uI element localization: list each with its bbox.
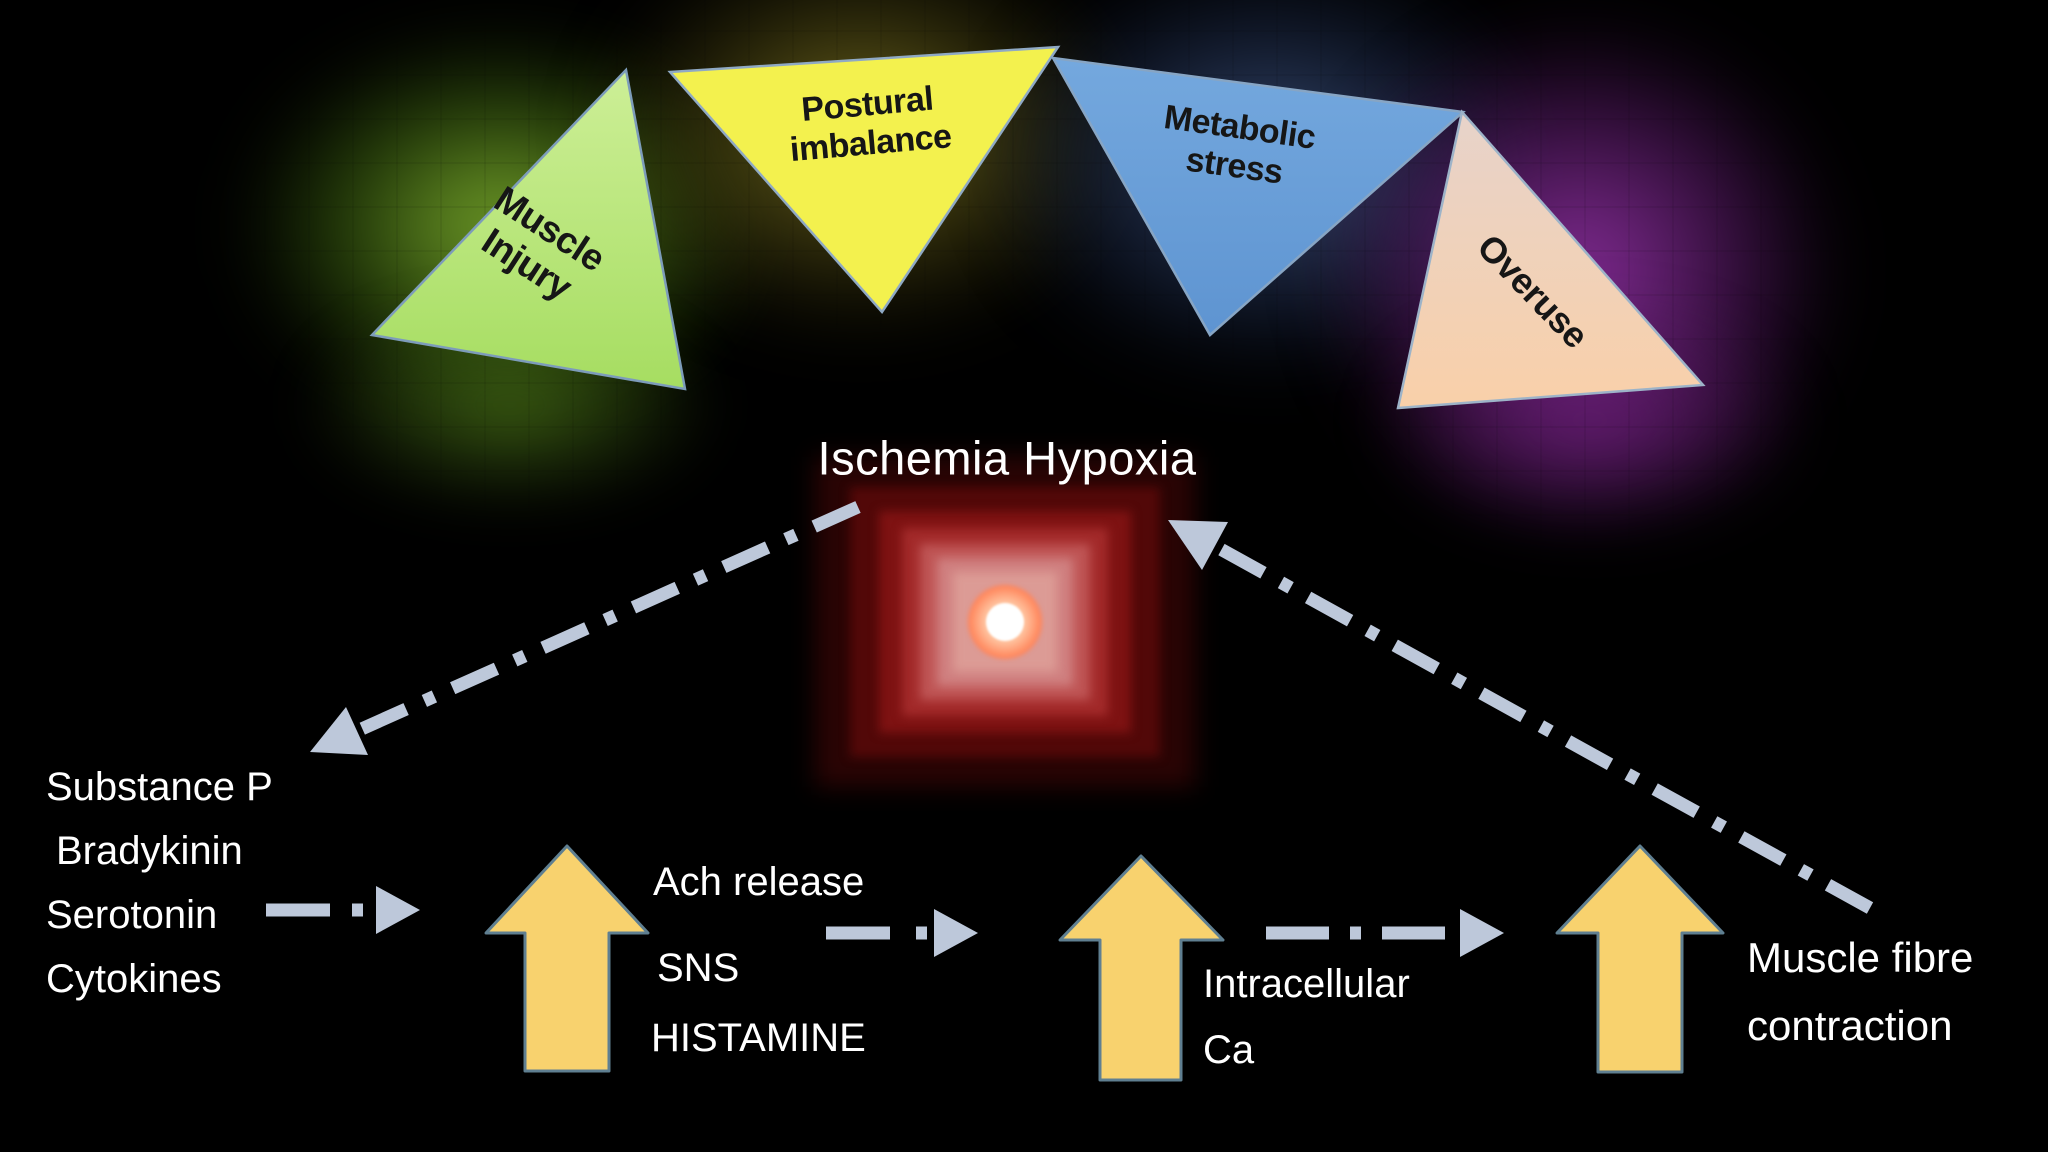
step2-line: Intracellular bbox=[1203, 962, 1410, 1006]
up-arrow-step1-icon bbox=[484, 844, 650, 1073]
arrowhead-right-icon bbox=[1460, 909, 1504, 957]
arrowhead-right-icon bbox=[934, 909, 978, 957]
step1-line: SNS bbox=[657, 946, 740, 990]
step3-line: contraction bbox=[1747, 1002, 1953, 1049]
connector-contraction-to-hotspot bbox=[1211, 540, 1874, 914]
step2-line: Ca bbox=[1203, 1028, 1255, 1072]
arrowhead-right-icon bbox=[376, 886, 420, 934]
ischemia-hypoxia-title: Ischemia Hypoxia bbox=[817, 431, 1197, 485]
step1-line: Ach release bbox=[653, 860, 865, 904]
cause-triangle-metabolic-stress bbox=[1050, 56, 1466, 337]
cause-triangle-muscle-injury bbox=[369, 67, 687, 391]
up-arrow-step3-icon bbox=[1555, 844, 1725, 1074]
arrowhead-up-left-icon bbox=[1168, 520, 1228, 570]
arrowhead-down-left-icon bbox=[310, 707, 368, 755]
cause-label-postural-imbalance: Postural imbalance bbox=[785, 78, 953, 169]
cause-triangle-postural-imbalance bbox=[667, 45, 1061, 315]
step3-line: Muscle fibre bbox=[1747, 934, 1974, 981]
up-arrow-step2-icon bbox=[1058, 854, 1225, 1082]
connector-hotspot-to-mediators bbox=[354, 501, 861, 737]
mediator-item: Bradykinin bbox=[56, 829, 243, 873]
mediator-item: Serotonin bbox=[46, 893, 218, 937]
hotspot-core bbox=[986, 603, 1024, 641]
mediator-item: Cytokines bbox=[46, 957, 222, 1001]
step1-line: HISTAMINE bbox=[651, 1016, 866, 1060]
cause-triangle-overuse bbox=[1396, 109, 1706, 410]
mediator-item: Substance P bbox=[46, 765, 273, 809]
